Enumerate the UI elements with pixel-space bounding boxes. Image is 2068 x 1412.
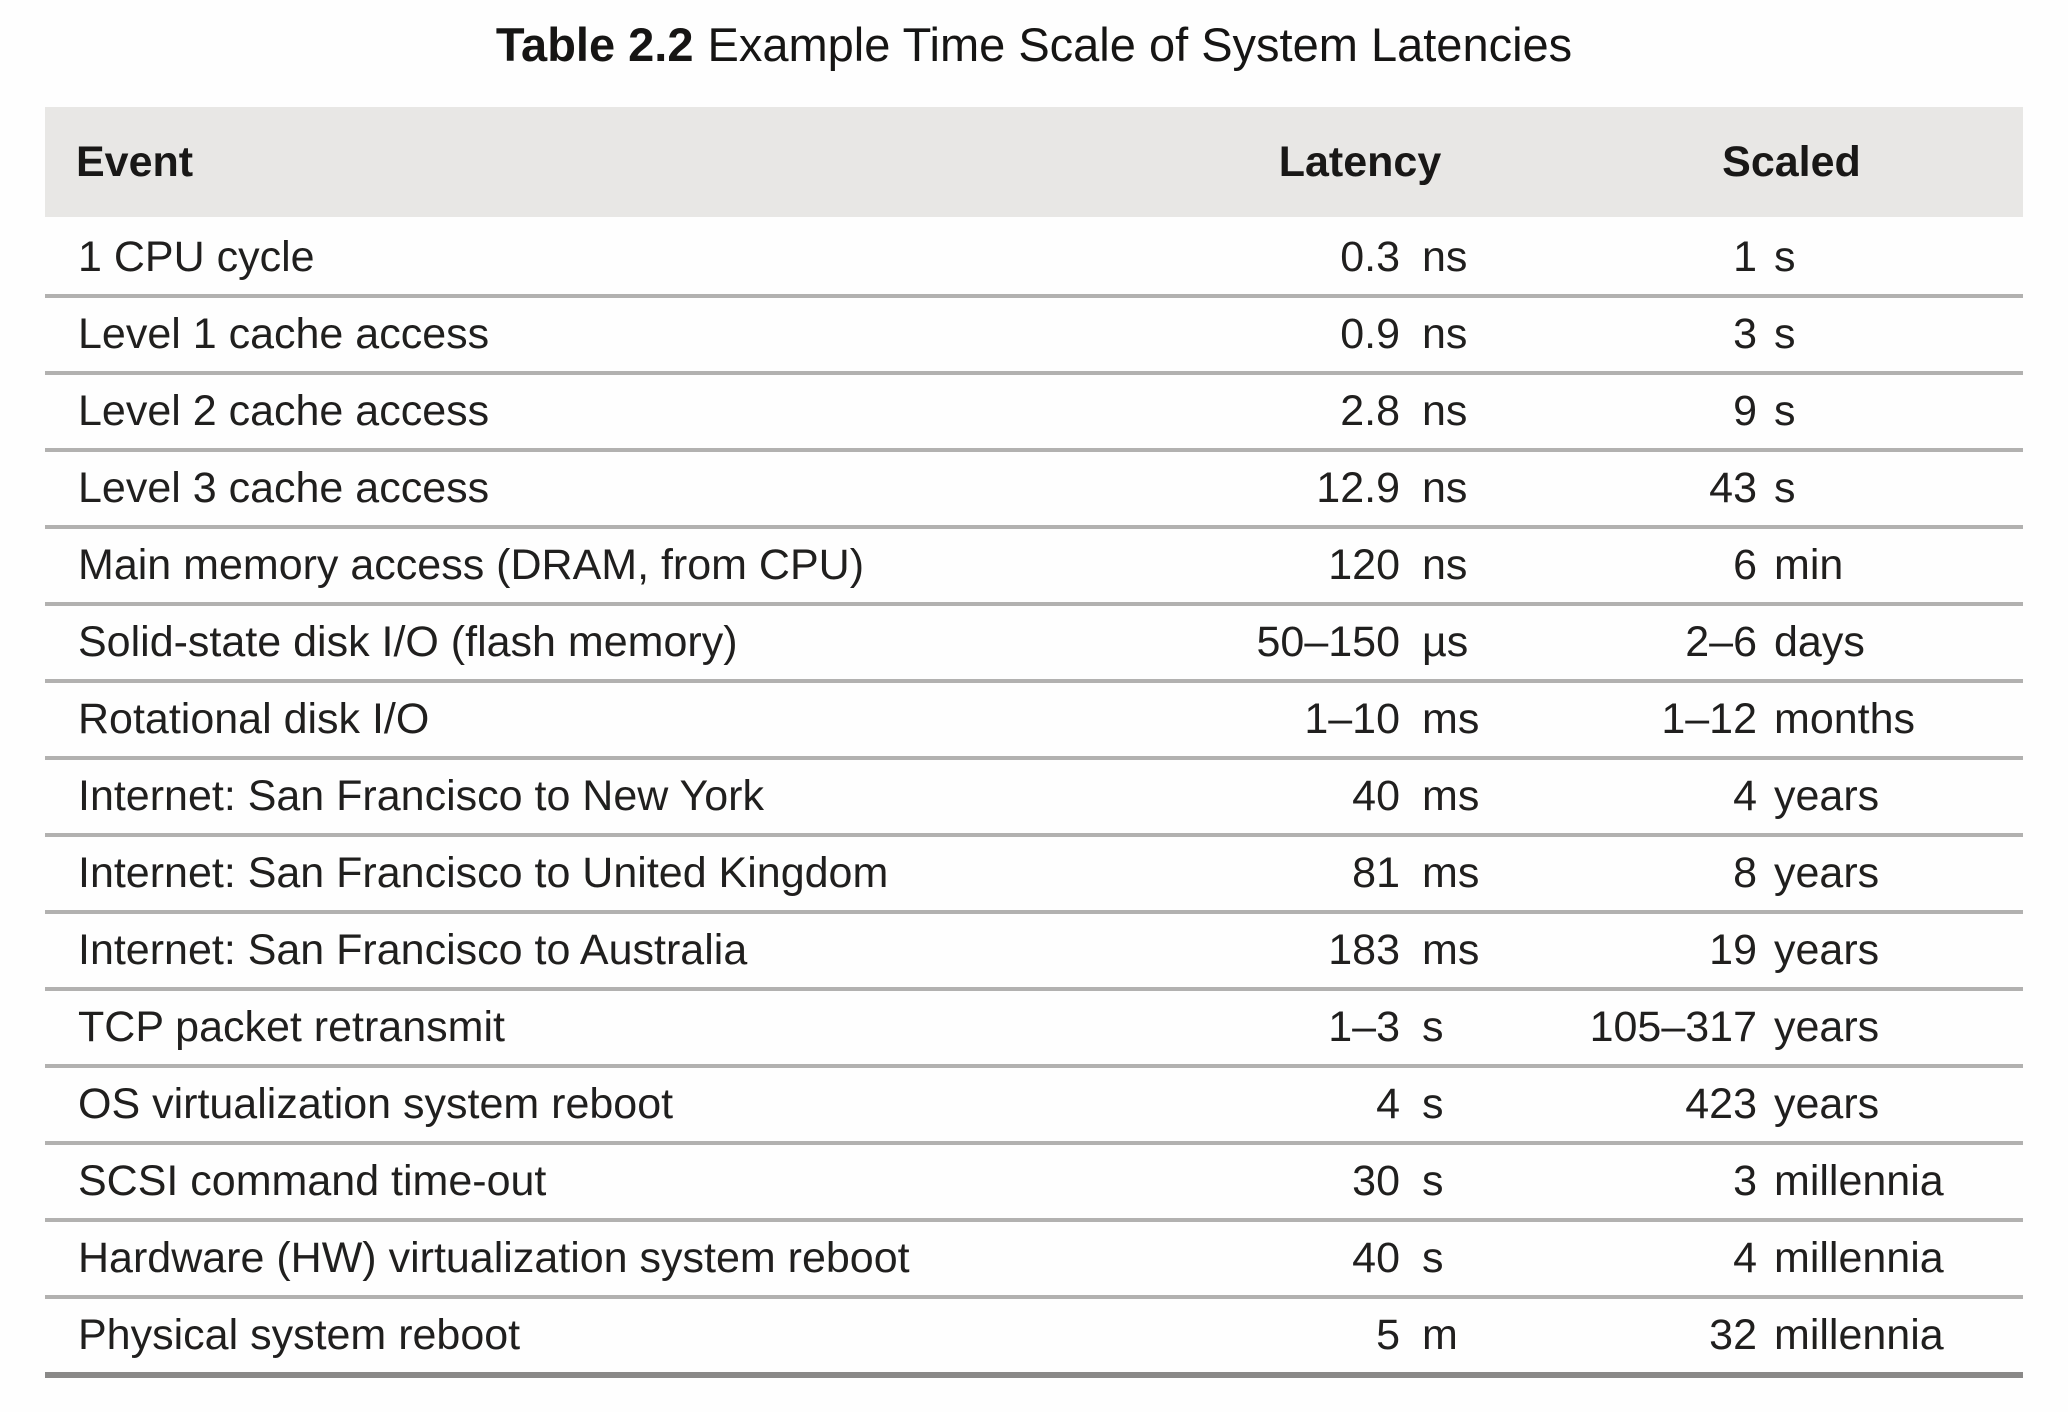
scaled-value-cell: 2–6 bbox=[1685, 618, 1757, 666]
scaled-unit-cell: s bbox=[1774, 233, 1796, 281]
event-cell: Internet: San Francisco to New York bbox=[78, 772, 764, 820]
scaled-value-cell: 4 bbox=[1733, 772, 1757, 820]
event-cell: Solid-state disk I/O (flash memory) bbox=[78, 618, 738, 666]
scaled-value-cell: 8 bbox=[1733, 849, 1757, 897]
event-cell: SCSI command time-out bbox=[78, 1157, 547, 1205]
table-row: TCP packet retransmit 1–3 s 105–317 year… bbox=[45, 991, 2023, 1068]
latency-unit-cell: ns bbox=[1422, 541, 1468, 589]
latency-unit-cell: s bbox=[1422, 1080, 1444, 1128]
latency-unit-cell: µs bbox=[1422, 618, 1469, 666]
latency-unit-cell: s bbox=[1422, 1234, 1444, 1282]
table-row: SCSI command time-out 30 s 3 millennia bbox=[45, 1145, 2023, 1222]
event-cell: 1 CPU cycle bbox=[78, 233, 315, 281]
column-header-scaled: Scaled bbox=[1722, 137, 1861, 186]
table-row: Internet: San Francisco to Australia 183… bbox=[45, 914, 2023, 991]
scaled-unit-cell: years bbox=[1774, 1003, 1880, 1051]
table-row: 1 CPU cycle 0.3 ns 1 s bbox=[45, 221, 2023, 298]
scaled-value-cell: 32 bbox=[1709, 1311, 1757, 1359]
latency-value-cell: 4 bbox=[1376, 1080, 1400, 1128]
scaled-unit-cell: years bbox=[1774, 772, 1880, 820]
latency-value-cell: 2.8 bbox=[1340, 387, 1400, 435]
event-cell: Physical system reboot bbox=[78, 1311, 521, 1359]
scaled-value-cell: 6 bbox=[1733, 541, 1757, 589]
latency-value-cell: 12.9 bbox=[1316, 464, 1400, 512]
scaled-unit-cell: s bbox=[1774, 464, 1796, 512]
latency-table: Event Latency Scaled 1 CPU cycle 0.3 ns … bbox=[45, 107, 2023, 1378]
scaled-value-cell: 43 bbox=[1709, 464, 1757, 512]
event-cell: TCP packet retransmit bbox=[78, 1003, 505, 1051]
scaled-value-cell: 3 bbox=[1733, 310, 1757, 358]
event-cell: Main memory access (DRAM, from CPU) bbox=[78, 541, 865, 589]
column-header-latency: Latency bbox=[1278, 137, 1442, 186]
event-cell: Level 3 cache access bbox=[78, 464, 490, 512]
latency-unit-cell: ns bbox=[1422, 464, 1468, 512]
table-row: Level 2 cache access 2.8 ns 9 s bbox=[45, 375, 2023, 452]
table-row: Internet: San Francisco to New York 40 m… bbox=[45, 760, 2023, 837]
scaled-unit-cell: s bbox=[1774, 387, 1796, 435]
scaled-unit-cell: years bbox=[1774, 926, 1880, 974]
latency-value-cell: 1–10 bbox=[1304, 695, 1400, 743]
scaled-value-cell: 9 bbox=[1733, 387, 1757, 435]
scaled-unit-cell: days bbox=[1774, 618, 1865, 666]
latency-unit-cell: s bbox=[1422, 1157, 1444, 1205]
table-row: Level 3 cache access 12.9 ns 43 s bbox=[45, 452, 2023, 529]
table-row: Level 1 cache access 0.9 ns 3 s bbox=[45, 298, 2023, 375]
scaled-unit-cell: millennia bbox=[1774, 1234, 1944, 1282]
table-row: Solid-state disk I/O (flash memory) 50–1… bbox=[45, 606, 2023, 683]
latency-unit-cell: ms bbox=[1422, 926, 1480, 974]
scaled-value-cell: 4 bbox=[1733, 1234, 1757, 1282]
latency-value-cell: 1–3 bbox=[1328, 1003, 1400, 1051]
scaled-value-cell: 105–317 bbox=[1589, 1003, 1757, 1051]
scaled-unit-cell: s bbox=[1774, 310, 1796, 358]
table-caption-title: Example Time Scale of System Latencies bbox=[707, 18, 1573, 71]
scaled-unit-cell: millennia bbox=[1774, 1311, 1944, 1359]
event-cell: Internet: San Francisco to Australia bbox=[78, 926, 748, 974]
table-row: Main memory access (DRAM, from CPU) 120 … bbox=[45, 529, 2023, 606]
event-cell: OS virtualization system reboot bbox=[78, 1080, 674, 1128]
scaled-unit-cell: millennia bbox=[1774, 1157, 1944, 1205]
table-body: 1 CPU cycle 0.3 ns 1 s Level 1 cache acc… bbox=[45, 221, 2023, 1378]
event-cell: Rotational disk I/O bbox=[78, 695, 430, 743]
table-header-row: Event Latency Scaled bbox=[45, 107, 2023, 217]
latency-value-cell: 50–150 bbox=[1256, 618, 1401, 666]
latency-unit-cell: ns bbox=[1422, 233, 1468, 281]
latency-value-cell: 5 bbox=[1376, 1311, 1400, 1359]
latency-value-cell: 183 bbox=[1328, 926, 1400, 974]
scaled-unit-cell: years bbox=[1774, 1080, 1880, 1128]
latency-value-cell: 0.9 bbox=[1340, 310, 1400, 358]
table-row: Internet: San Francisco to United Kingdo… bbox=[45, 837, 2023, 914]
latency-unit-cell: ms bbox=[1422, 695, 1480, 743]
scaled-value-cell: 1–12 bbox=[1661, 695, 1757, 743]
latency-value-cell: 81 bbox=[1352, 849, 1400, 897]
scaled-unit-cell: min bbox=[1774, 541, 1844, 589]
latency-unit-cell: ns bbox=[1422, 310, 1468, 358]
event-cell: Hardware (HW) virtualization system rebo… bbox=[78, 1234, 910, 1282]
event-cell: Level 2 cache access bbox=[78, 387, 490, 435]
latency-value-cell: 120 bbox=[1328, 541, 1400, 589]
table-caption-number: Table 2.2 bbox=[495, 18, 694, 71]
latency-value-cell: 40 bbox=[1352, 1234, 1400, 1282]
latency-value-cell: 30 bbox=[1352, 1157, 1400, 1205]
table-row: Physical system reboot 5 m 32 millennia bbox=[45, 1299, 2023, 1378]
scaled-value-cell: 423 bbox=[1685, 1080, 1757, 1128]
scaled-value-cell: 1 bbox=[1733, 233, 1757, 281]
column-header-event: Event bbox=[76, 137, 194, 186]
event-cell: Internet: San Francisco to United Kingdo… bbox=[78, 849, 889, 897]
latency-unit-cell: m bbox=[1422, 1311, 1458, 1359]
scaled-value-cell: 3 bbox=[1733, 1157, 1757, 1205]
event-cell: Level 1 cache access bbox=[78, 310, 490, 358]
latency-value-cell: 40 bbox=[1352, 772, 1400, 820]
latency-unit-cell: ms bbox=[1422, 849, 1480, 897]
latency-unit-cell: s bbox=[1422, 1003, 1444, 1051]
table-row: OS virtualization system reboot 4 s 423 … bbox=[45, 1068, 2023, 1145]
scaled-value-cell: 19 bbox=[1709, 926, 1757, 974]
scaled-unit-cell: months bbox=[1774, 695, 1916, 743]
table-row: Rotational disk I/O 1–10 ms 1–12 months bbox=[45, 683, 2023, 760]
latency-value-cell: 0.3 bbox=[1340, 233, 1400, 281]
scaled-unit-cell: years bbox=[1774, 849, 1880, 897]
table-row: Hardware (HW) virtualization system rebo… bbox=[45, 1222, 2023, 1299]
latency-unit-cell: ms bbox=[1422, 772, 1480, 820]
latency-unit-cell: ns bbox=[1422, 387, 1468, 435]
